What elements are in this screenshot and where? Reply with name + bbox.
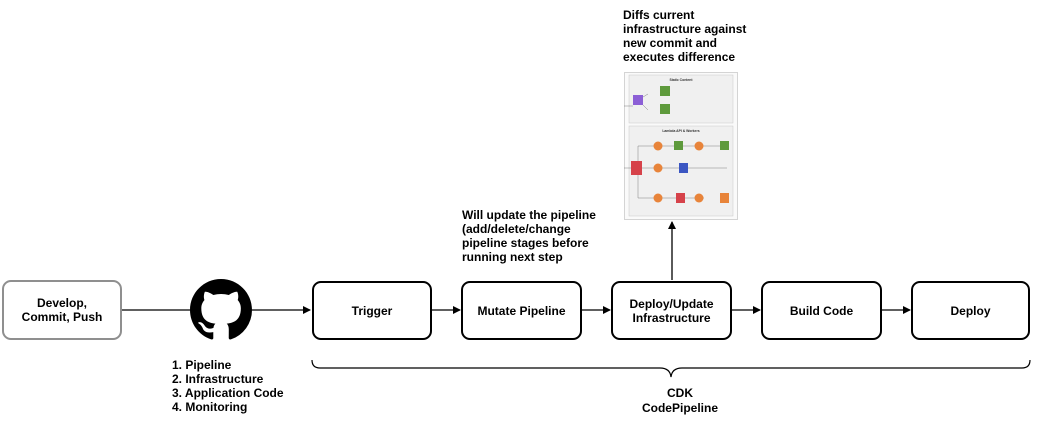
lambda-icon xyxy=(653,193,663,203)
s3-bucket-icon xyxy=(674,141,683,150)
api-gateway-icon xyxy=(631,161,642,175)
mutate-note-line: Will update the pipeline xyxy=(462,208,596,222)
architecture-diagram-thumbnail[interactable]: Static Content Lambda API & Workers xyxy=(624,72,738,220)
repo-item: 3. Application Code xyxy=(172,386,284,400)
build-code-node[interactable]: Build Code xyxy=(761,281,882,340)
mutate-label: Mutate Pipeline xyxy=(477,303,566,318)
infra-note-line: executes difference xyxy=(623,50,736,64)
github-icon[interactable] xyxy=(190,279,252,341)
mutate-pipeline-node[interactable]: Mutate Pipeline xyxy=(461,281,582,340)
deploy-update-infrastructure-node[interactable]: Deploy/Update Infrastructure xyxy=(611,281,732,340)
cdk-label: CDK xyxy=(667,386,693,400)
static-content-title: Static Content xyxy=(670,78,694,82)
s3-bucket-icon xyxy=(660,104,670,114)
deploy-node[interactable]: Deploy xyxy=(911,281,1030,340)
mutate-pipeline-note: Will update the pipeline (add/delete/cha… xyxy=(462,208,596,264)
cdk-codepipeline-label: CDK CodePipeline xyxy=(600,386,760,416)
repo-item: 1. Pipeline xyxy=(172,358,232,372)
deploy-update-label: Deploy/Update Infrastructure xyxy=(629,296,714,325)
mutate-note-line: pipeline stages before xyxy=(462,236,589,250)
develop-label: Develop, Commit, Push xyxy=(21,296,103,324)
infra-note-line: new commit and xyxy=(623,36,718,50)
lambda-icon xyxy=(694,141,704,151)
cloudwatch-icon xyxy=(720,193,729,203)
trigger-label: Trigger xyxy=(351,303,393,318)
cloudfront-icon xyxy=(633,95,643,105)
develop-commit-push-node[interactable]: Develop, Commit, Push xyxy=(2,280,122,340)
s3-bucket-icon xyxy=(720,141,729,150)
mutate-note-line: running next step xyxy=(462,250,563,264)
lambda-section-title: Lambda API & Workers xyxy=(662,129,699,133)
lambda-icon xyxy=(653,141,663,151)
trigger-node[interactable]: Trigger xyxy=(312,281,432,340)
mutate-note-line: (add/delete/change xyxy=(462,222,571,236)
infra-note-line: infrastructure against xyxy=(623,22,747,36)
s3-bucket-icon xyxy=(660,86,670,96)
bracket xyxy=(311,359,1031,378)
sqs-icon xyxy=(676,193,685,203)
repo-contents-list: 1. Pipeline 2. Infrastructure 3. Applica… xyxy=(172,358,284,414)
lambda-icon xyxy=(694,193,704,203)
codepipeline-label: CodePipeline xyxy=(641,401,718,415)
repo-item: 2. Infrastructure xyxy=(172,372,264,386)
build-label: Build Code xyxy=(789,303,854,318)
dynamodb-icon xyxy=(679,163,688,173)
static-content-section xyxy=(628,74,734,124)
infra-note-line: Diffs current xyxy=(623,8,695,22)
lambda-icon xyxy=(653,163,663,173)
deploy-label: Deploy xyxy=(950,303,991,318)
infra-diff-note: Diffs current infrastructure against new… xyxy=(623,8,746,64)
repo-item: 4. Monitoring xyxy=(172,400,248,414)
